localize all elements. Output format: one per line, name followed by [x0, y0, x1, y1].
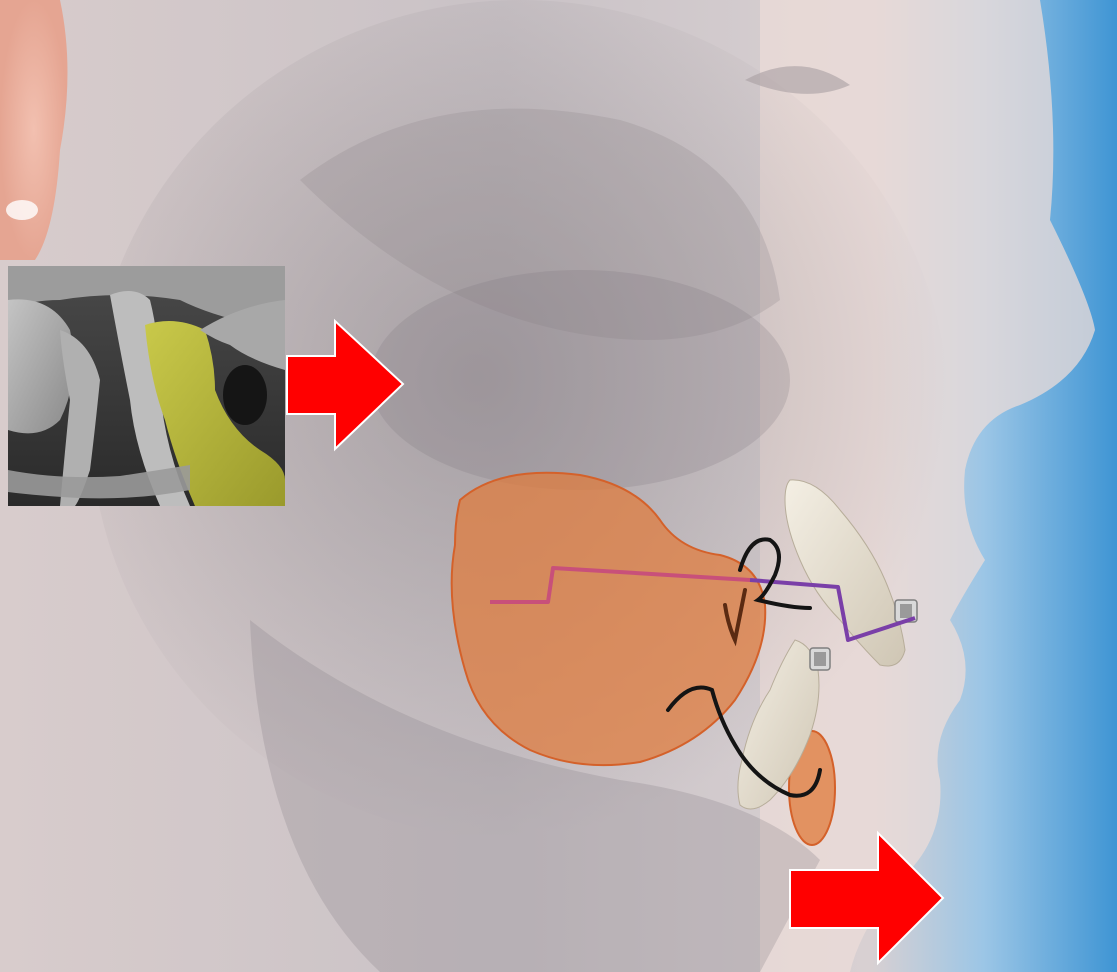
ear-highlight	[6, 200, 38, 220]
maxilla-shade	[370, 270, 790, 490]
jaw-joint-inset	[8, 266, 285, 506]
inset-foramen	[223, 365, 267, 425]
lower-bracket	[810, 648, 830, 670]
